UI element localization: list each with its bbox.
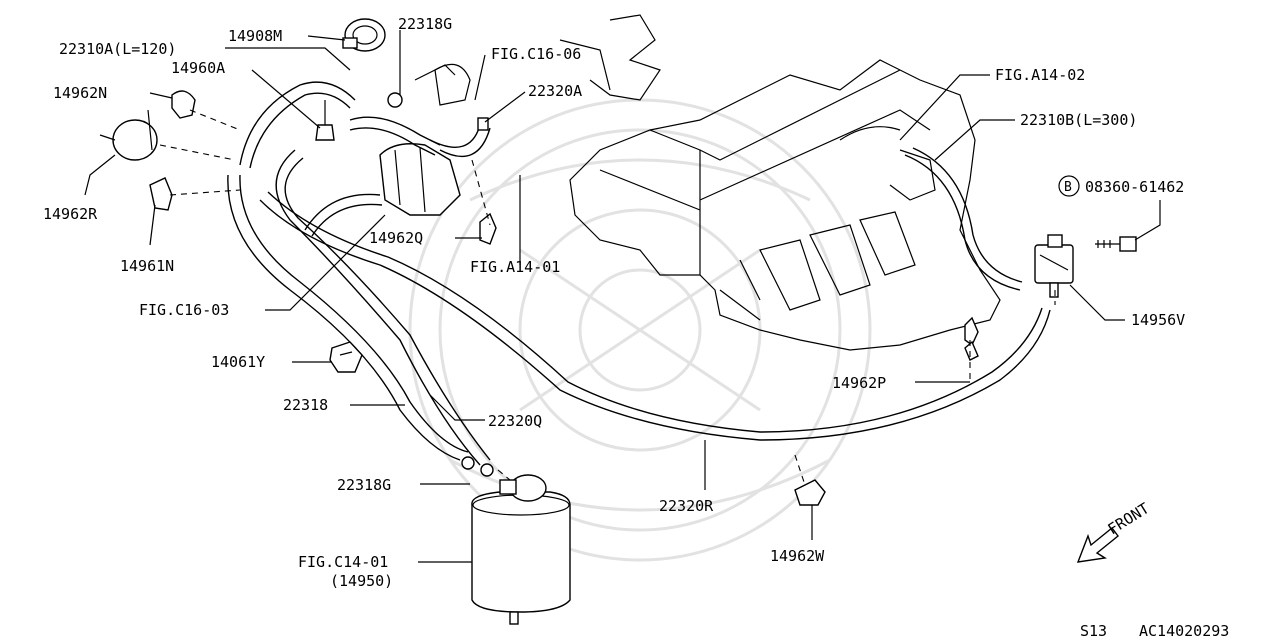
label-14961N: 14961N [120,257,174,275]
label-14956V: 14956V [1131,311,1185,329]
hose-upper [349,116,491,158]
label-14962W: 14962W [770,547,825,565]
clip-14962N [171,90,196,119]
hose-22320Q [275,149,491,466]
label-22310A: 22310A(L=120) [59,40,176,58]
label-fig-c14-01: FIG.C14-01 [298,553,388,571]
label-22310B: 22310B(L=300) [1020,111,1137,129]
footer-code: AC14020293 [1139,622,1229,638]
engine-block [559,14,1001,351]
label-14960A: 14960A [171,59,225,77]
label-22318G-bottom: 22318G [337,476,391,494]
label-14962Q: 14962Q [369,229,423,247]
label-14950: (14950) [330,572,393,590]
label-fig-c16-06: FIG.C16-06 [491,45,581,63]
hose-22318 [227,174,469,461]
label-22318: 22318 [283,396,328,414]
label-14962P: 14962P [832,374,886,392]
leader-lines [84,30,1161,563]
clamp-14962R [99,109,158,161]
label-08360-61462: 08360-61462 [1085,178,1184,196]
canister-14950 [471,474,571,625]
label-bolt-symbol: B [1064,180,1072,195]
label-14962N: 14962N [53,84,107,102]
clip-14962P [964,316,979,361]
front-arrow [1076,526,1119,563]
clip-14962W [794,479,826,506]
valve-14956V [1034,234,1074,298]
hose-22310A [239,81,356,169]
label-fig-a14-01: FIG.A14-01 [470,258,560,276]
clip-22318G-bottom [461,456,494,477]
clip-14961N [149,177,173,211]
labels: 22310A(L=120) 14908M 22318G FIG.C16-06 1… [43,15,1229,640]
connector-14960A [315,100,335,141]
clip-14061Y [329,341,363,373]
label-fig-a14-02: FIG.A14-02 [995,66,1085,84]
label-14962R: 14962R [43,205,98,223]
hose-22310B [904,147,1023,291]
label-fig-c16-03: FIG.C16-03 [139,301,229,319]
fitting-22320A [477,117,489,131]
hose-22320R [259,191,1051,441]
label-22320R: 22320R [659,497,714,515]
footer-model: S13 [1080,622,1107,638]
throttle-body [379,63,471,216]
clip-14962Q [479,212,497,245]
clip-22318G-top [387,92,403,108]
bolt-symbol-circle [1058,175,1080,197]
label-22320Q: 22320Q [488,412,542,430]
label-14061Y: 14061Y [211,353,265,371]
label-front: FRONT [1105,499,1153,538]
hose-small [304,193,383,237]
bolt-08360-61462 [1095,236,1137,252]
clamp-14908M [342,18,386,52]
label-14908M: 14908M [228,27,282,45]
label-22320A: 22320A [528,82,582,100]
label-22318G-top: 22318G [398,15,452,33]
dashed-guides [159,109,1056,486]
